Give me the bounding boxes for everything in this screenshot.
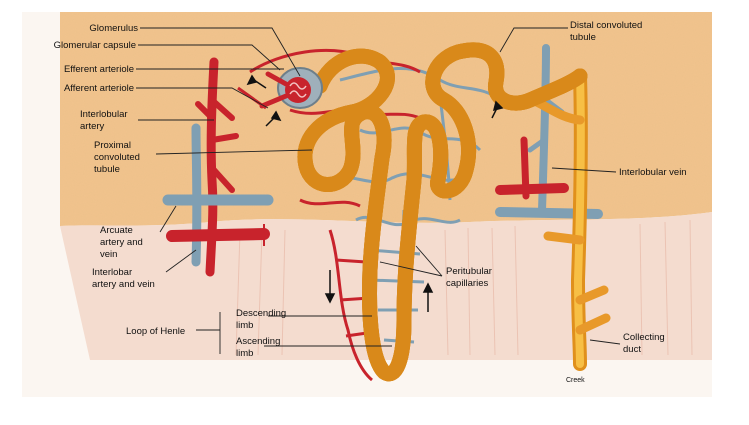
- label-descending-1: Descending: [236, 308, 286, 319]
- medulla-region: [60, 212, 712, 360]
- label-interlobar-1: Interlobar: [92, 267, 132, 278]
- label-ascending-1: Ascending: [236, 336, 280, 347]
- label-proximal-3: tubule: [94, 164, 120, 175]
- label-peritubular-1: Peritubular: [446, 266, 492, 277]
- label-interlobular-artery-2: artery: [80, 121, 105, 132]
- label-glomerular-capsule: Glomerular capsule: [54, 40, 136, 51]
- label-descending-2: limb: [236, 320, 253, 331]
- label-arcuate-1: Arcuate: [100, 225, 133, 236]
- label-collecting-2: duct: [623, 344, 641, 355]
- label-collecting-1: Collecting: [623, 332, 665, 343]
- label-interlobar-2: artery and vein: [92, 279, 155, 290]
- label-ascending-2: limb: [236, 348, 253, 359]
- label-loop-of-henle: Loop of Henle: [126, 326, 185, 337]
- label-interlobular-vein: Interlobular vein: [619, 167, 687, 178]
- label-credit: Creek: [566, 377, 585, 384]
- label-glomerulus: Glomerulus: [89, 23, 138, 34]
- label-distal-2: tubule: [570, 32, 596, 43]
- label-interlobular-artery-1: Interlobular: [80, 109, 128, 120]
- label-peritubular-2: capillaries: [446, 278, 488, 289]
- label-distal-1: Distal convoluted: [570, 20, 642, 31]
- label-arcuate-2: artery and: [100, 237, 143, 248]
- label-afferent-arteriole: Afferent arteriole: [64, 83, 134, 94]
- label-proximal-2: convoluted: [94, 152, 140, 163]
- label-arcuate-3: vein: [100, 249, 117, 260]
- label-efferent-arteriole: Efferent arteriole: [64, 64, 134, 75]
- label-proximal-1: Proximal: [94, 140, 131, 151]
